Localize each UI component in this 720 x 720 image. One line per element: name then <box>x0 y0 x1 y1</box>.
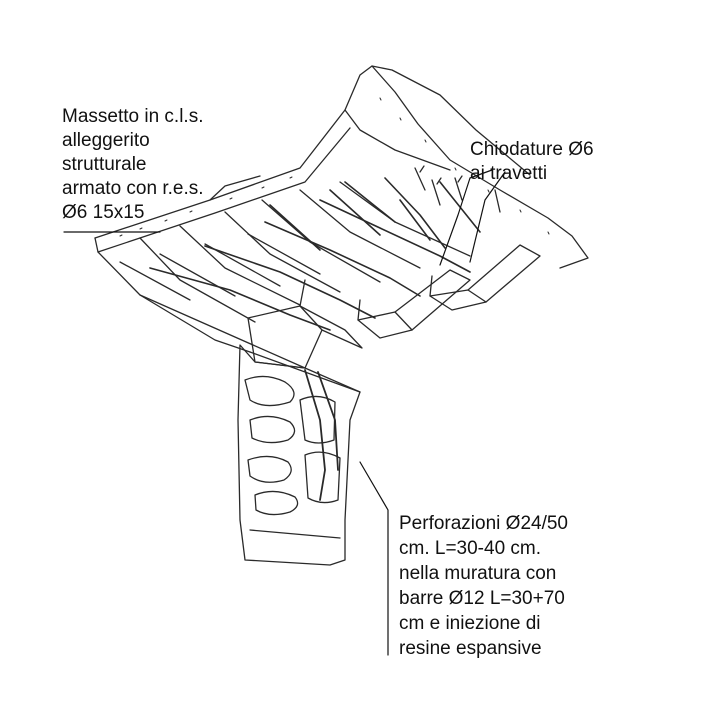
perforazioni-line-4: barre Ø12 L=30+70 <box>399 588 565 609</box>
perforazioni-line-5: cm e iniezione di <box>399 613 541 634</box>
perforazioni-leader <box>359 461 389 656</box>
label-massetto: Massetto in c.l.s. alleggerito struttura… <box>62 105 204 225</box>
label-perforazioni: Perforazioni Ø24/50 cm. L=30-40 cm. nell… <box>399 511 568 661</box>
floor-boards <box>97 181 471 393</box>
massetto-line-4: armato con r.e.s. <box>62 178 204 199</box>
massetto-line-5: Ø6 15x15 <box>62 202 145 223</box>
steel-mesh <box>149 177 481 331</box>
perforazioni-line-3: nella muratura con <box>399 563 557 584</box>
massetto-line-1: Massetto in c.l.s. <box>62 106 204 127</box>
masonry-wall <box>237 344 361 566</box>
massetto-line-3: strutturale <box>62 154 147 175</box>
chiodature-leader-2 <box>469 171 506 263</box>
massetto-line-2: alleggerito <box>62 130 150 151</box>
concrete-slab <box>94 65 589 269</box>
perforazioni-line-6: resine espansive <box>399 638 542 659</box>
label-chiodature: Chiodature Ø6 ai travetti <box>470 138 594 186</box>
chiodature-line-2: ai travetti <box>470 163 548 184</box>
chiodature-leader-1 <box>439 169 493 266</box>
leader-lines <box>63 169 506 656</box>
perforazioni-line-1: Perforazioni Ø24/50 <box>399 513 568 534</box>
timber-joists <box>247 244 541 369</box>
perforazioni-line-2: cm. L=30-40 cm. <box>399 538 542 559</box>
nails <box>414 165 501 213</box>
chiodature-line-1: Chiodature Ø6 <box>470 139 594 160</box>
